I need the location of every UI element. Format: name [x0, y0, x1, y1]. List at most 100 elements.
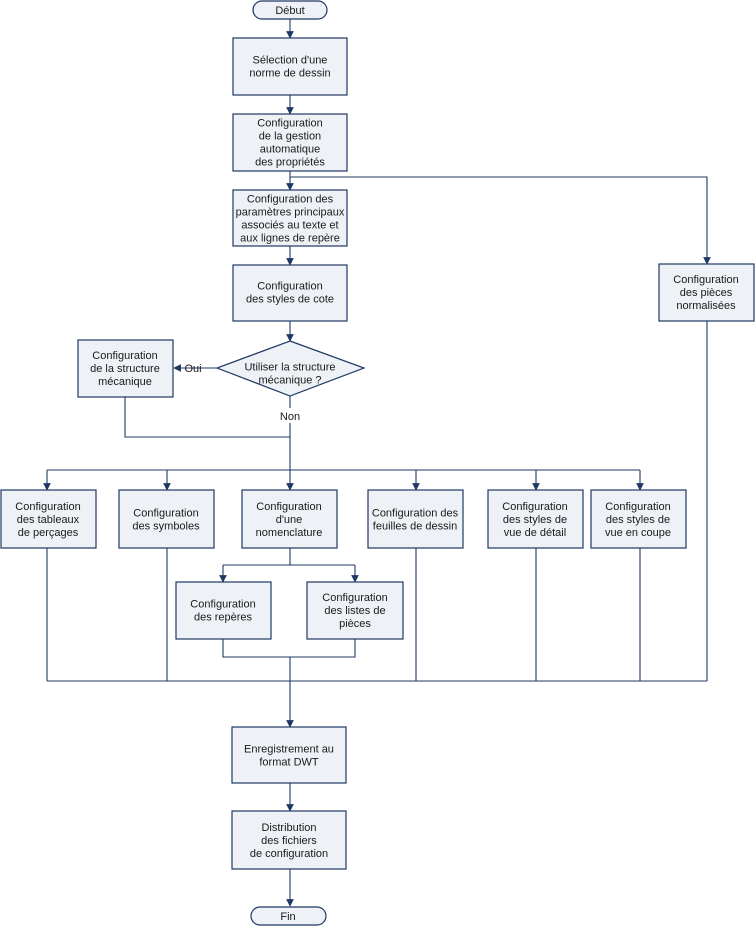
label-line: de perçages	[18, 527, 79, 539]
end-terminal-label: Fin	[280, 911, 295, 923]
label-line: format DWT	[259, 757, 319, 769]
label-line: vue de détail	[504, 527, 566, 539]
label-line: Configuration	[605, 501, 670, 513]
start-terminal-shape	[252, 0, 328, 20]
label-line: associés au texte et	[241, 220, 338, 232]
step-hole-tables-shape	[0, 489, 97, 549]
label-line: Configuration	[322, 592, 387, 604]
label-line: de la structure	[90, 363, 160, 375]
connectors	[43, 19, 711, 907]
step-save-dwt-shape	[231, 726, 347, 784]
label-line: aux lignes de repère	[240, 233, 340, 245]
connector-n2-to-standard-parts	[290, 176, 711, 265]
sub-merge-bus	[222, 639, 356, 658]
label-line: Début	[275, 5, 304, 17]
label-line: Configuration	[92, 350, 157, 362]
label-line: Configuration des	[372, 508, 459, 520]
label-line: Configuration	[133, 508, 198, 520]
label-line: des symboles	[132, 521, 200, 533]
label-line: de la gestion	[259, 131, 321, 143]
start-terminal-label: Début	[275, 5, 304, 17]
label-line: norme de dessin	[249, 68, 330, 80]
step-distribute-files-shape	[231, 810, 347, 870]
decision-no-label: Non	[280, 411, 300, 423]
label-line: Configuration	[502, 501, 567, 513]
step-symbols-shape	[118, 489, 215, 549]
label-line: nomenclature	[256, 527, 323, 539]
step-property-management-shape	[232, 113, 348, 172]
connector-mech-merge	[124, 397, 290, 438]
label-line: Configuration	[257, 118, 322, 130]
end-terminal-shape	[250, 906, 327, 926]
label-line: mécanique ?	[259, 375, 322, 387]
label-line: des pièces	[680, 287, 733, 299]
label-line: des propriétés	[255, 157, 325, 169]
step-detail-view-styles-shape	[487, 489, 584, 549]
label-line: de configuration	[250, 848, 328, 860]
label-line: des styles de cote	[246, 294, 334, 306]
label-line: des repères	[194, 612, 253, 624]
step-mechanical-structure-shape	[77, 339, 174, 398]
label-line: automatique	[260, 144, 321, 156]
step-drawing-sheets-shape	[367, 489, 464, 549]
step-text-leader-params-shape	[232, 189, 348, 247]
label-line: Configuration	[190, 599, 255, 611]
label-line: d'une	[276, 514, 303, 526]
decision-yes-label: Oui	[184, 363, 201, 375]
label-line: Configuration des	[247, 194, 334, 206]
label-line: pièces	[339, 618, 371, 630]
step-standard-parts-shape	[658, 263, 755, 322]
decision-mechanical-structure-shape	[215, 340, 366, 397]
label-line: des fichiers	[261, 835, 317, 847]
label-line: paramètres principaux	[236, 207, 345, 219]
label-line: des listes de	[324, 605, 385, 617]
step-bill-of-materials-shape	[241, 489, 338, 549]
label-line: Fin	[280, 911, 295, 923]
step-select-drawing-standard-shape	[232, 37, 348, 96]
step-dimension-styles-shape	[232, 264, 348, 322]
label-line: vue en coupe	[605, 527, 671, 539]
start-terminal: Début	[252, 0, 328, 20]
label-line: des tableaux	[17, 514, 80, 526]
label-line: normalisées	[676, 300, 736, 312]
label-line: Sélection d'une	[253, 55, 328, 67]
label-line: Distribution	[261, 822, 316, 834]
end-terminal: Fin	[250, 906, 327, 926]
label-line: des styles de	[503, 514, 567, 526]
step-section-view-styles-shape	[590, 489, 687, 549]
label-line: Configuration	[673, 274, 738, 286]
